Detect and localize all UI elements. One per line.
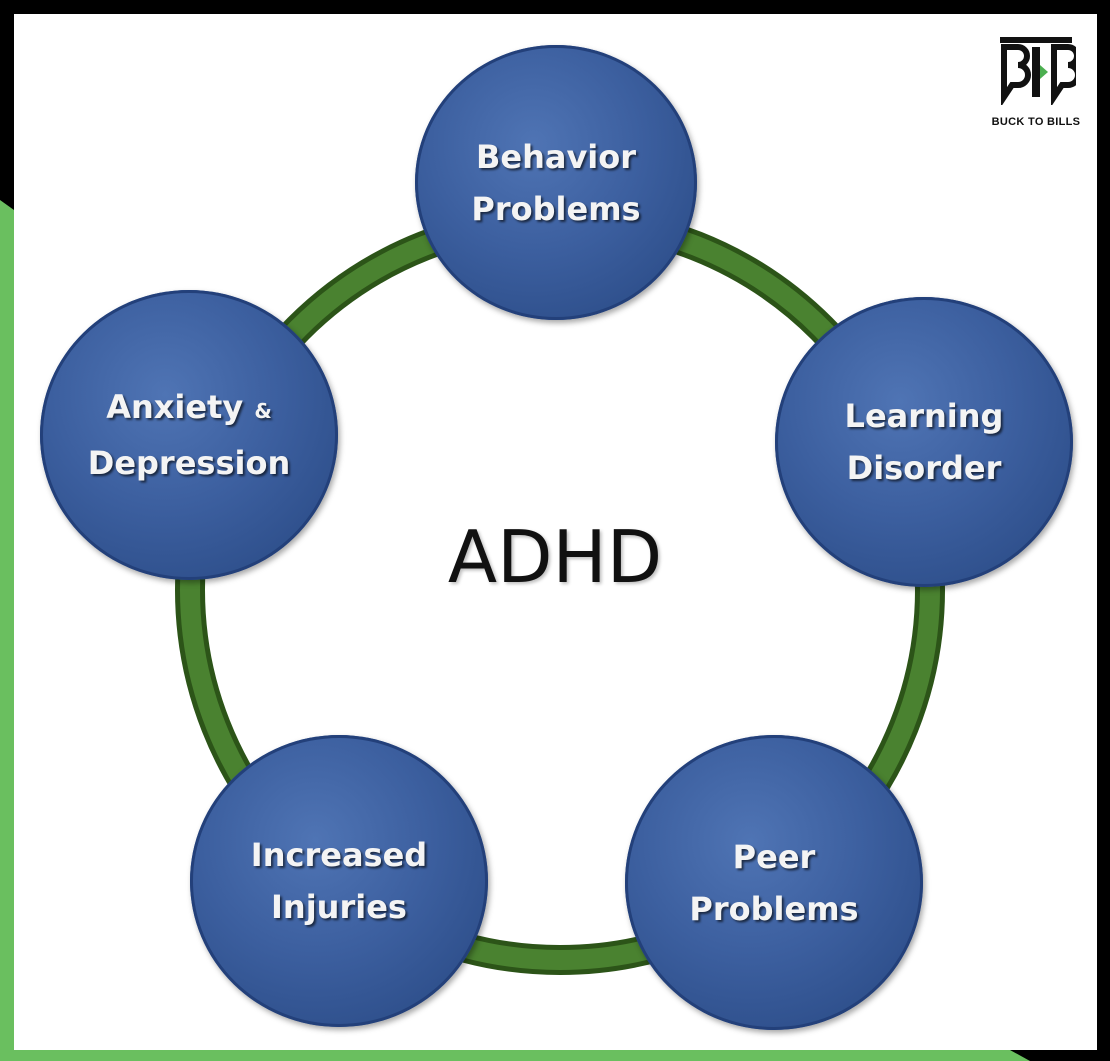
node-learning-disorder: Learning Disorder: [775, 297, 1073, 587]
node-label: Anxiety & Depression: [88, 381, 290, 489]
btb-logo-icon: [1000, 37, 1081, 107]
node-line: Behavior: [475, 137, 637, 176]
node-ampersand: &: [254, 399, 272, 423]
node-label: Increased Injuries: [251, 829, 427, 933]
node-line: Peer: [732, 837, 816, 876]
brand-logo: BUCK TO BILLS: [988, 35, 1084, 128]
node-line: Depression: [87, 444, 291, 482]
node-label: Learning Disorder: [845, 390, 1004, 494]
node-peer-problems: Peer Problems: [625, 735, 923, 1030]
node-line: Problems: [471, 189, 641, 228]
node-line: Increased: [250, 836, 428, 874]
node-line: Disorder: [846, 449, 1002, 487]
node-line: Problems: [689, 889, 859, 928]
node-label: Behavior Problems: [471, 131, 640, 235]
brand-name: BUCK TO BILLS: [991, 116, 1081, 128]
node-label: Peer Problems: [689, 831, 858, 935]
node-increased-injuries: Increased Injuries: [190, 735, 488, 1027]
center-title: ADHD: [447, 515, 663, 599]
node-line: Anxiety: [106, 388, 244, 426]
node-behavior-problems: Behavior Problems: [415, 45, 697, 320]
node-line: Injuries: [271, 888, 407, 926]
node-line: Learning: [844, 397, 1004, 435]
node-anxiety-depression: Anxiety & Depression: [40, 290, 338, 580]
